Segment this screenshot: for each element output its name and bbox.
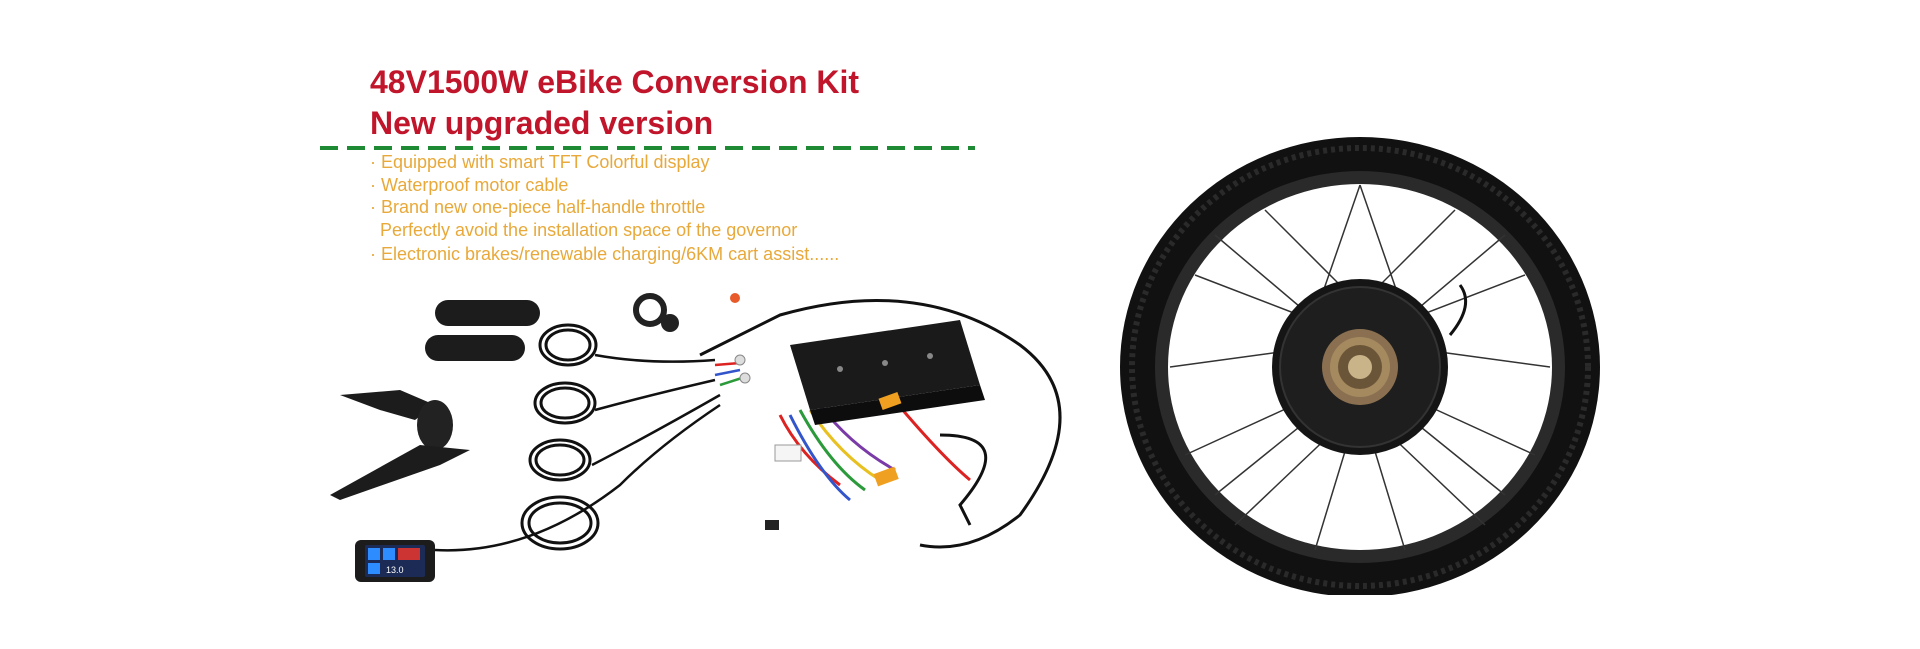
display-speed: 13.0 (386, 565, 404, 575)
feature-item: · Brand new one-piece half-handle thrott… (370, 197, 706, 217)
motor-controller-icon (790, 320, 985, 425)
handlebar-grip-icon (425, 300, 540, 361)
feature-list: · Equipped with smart TFT Colorful displ… (370, 151, 839, 266)
feature-item: Perfectly avoid the installation space o… (370, 219, 798, 240)
tft-display-icon: 13.0 (355, 540, 435, 582)
conversion-kit-image: 13.0 (330, 293, 1062, 582)
hub-motor-wheel-image (1120, 137, 1600, 595)
feature-item: · Equipped with smart TFT Colorful displ… (370, 152, 710, 172)
cable-coil-icon (520, 323, 600, 551)
headline-line-2: New upgraded version (370, 105, 714, 141)
dashed-divider (320, 146, 975, 150)
hub-motor-icon (1272, 279, 1448, 455)
brake-lever-icon (330, 390, 470, 500)
feature-item: · Waterproof motor cable (370, 174, 569, 195)
headline-line-1: 48V1500W eBike Conversion Kit (370, 64, 860, 100)
feature-item: · Electronic brakes/renewable charging/6… (370, 244, 840, 264)
product-headline: 48V1500W eBike Conversion Kit New upgrad… (370, 62, 859, 144)
